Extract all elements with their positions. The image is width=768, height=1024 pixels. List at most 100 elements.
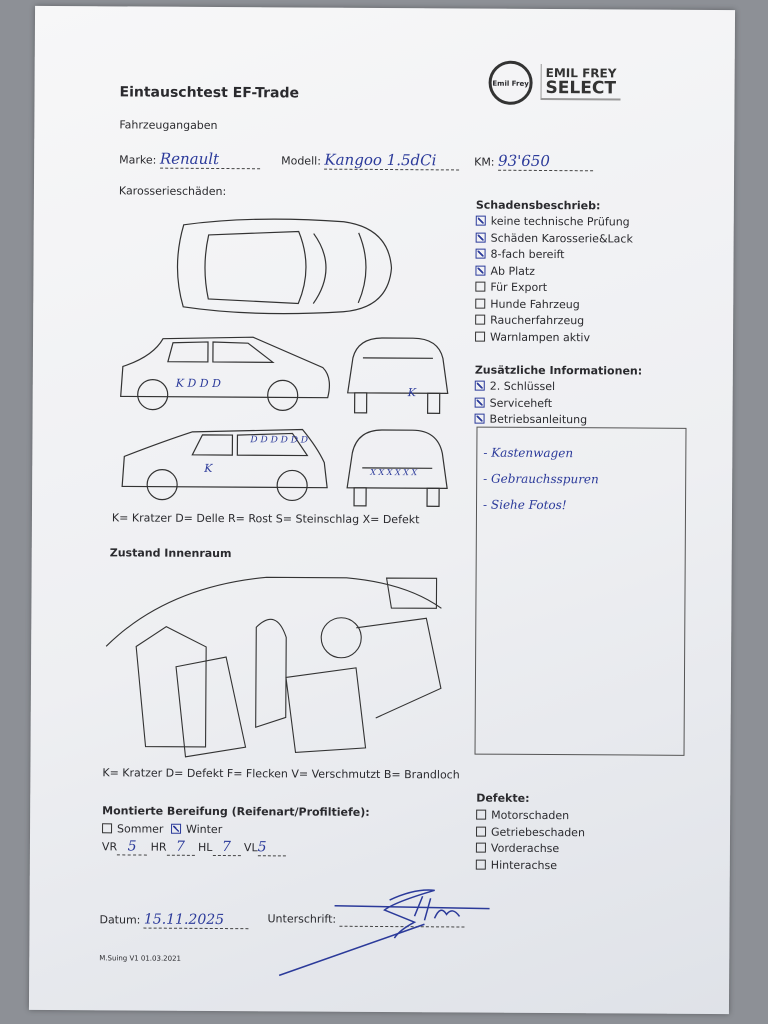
checkbox-icon[interactable] [475, 265, 486, 276]
form-title: Eintauschtest EF-Trade [119, 84, 300, 102]
checkbox-label: Hinterachse [490, 858, 558, 872]
checkbox-label: Raucherfahrzeug [490, 313, 585, 328]
checkbox-icon[interactable] [474, 397, 485, 408]
checkbox-icon[interactable] [102, 823, 113, 834]
checkbox-label: 2. Schlüssel [489, 379, 556, 394]
damage-mark: D D D D D D [250, 435, 309, 446]
checkbox-icon[interactable] [476, 809, 487, 820]
checkbox-icon[interactable] [475, 232, 486, 243]
checkbox-serviceheft[interactable]: Serviceheft [474, 396, 588, 413]
checkbox-icon[interactable] [474, 413, 485, 424]
brand-field[interactable]: Marke: Renault [119, 149, 260, 170]
checkbox-schaeden-karosserie[interactable]: Schäden Karosserie&Lack [475, 231, 633, 248]
checkbox-raucherfahrzeug[interactable]: Raucherfahrzeug [475, 314, 632, 331]
date-label: Datum: [99, 913, 141, 927]
checkbox-label: 8-fach bereift [490, 247, 565, 262]
notes-box[interactable]: - Kastenwagen - Gebrauchsspuren - Siehe … [474, 426, 687, 756]
checkbox-icon[interactable] [475, 314, 486, 325]
checkbox-keine-technische-pruefung[interactable]: keine technische Prüfung [475, 214, 633, 232]
checkbox-label: Ab Platz [490, 264, 536, 278]
checkbox-icon[interactable] [475, 281, 486, 292]
damage-mark: X X X X X X [370, 467, 418, 478]
date-value[interactable]: 15.11.2025 [143, 911, 249, 930]
checkbox-2-schluessel[interactable]: 2. Schlüssel [474, 379, 588, 397]
model-field[interactable]: Modell: Kangoo 1.5dCi [281, 150, 460, 171]
damage-description-list: keine technische Prüfung Schäden Karosse… [475, 215, 633, 348]
checkbox-ab-platz[interactable]: Ab Platz [475, 264, 632, 281]
car-side-view-right [121, 428, 328, 502]
checkbox-motorschaden[interactable]: Motorschaden [476, 809, 585, 826]
checkbox-getriebeschaden[interactable]: Getriebeschaden [476, 825, 585, 842]
checkbox-icon[interactable] [475, 842, 486, 853]
vehicle-section-title: Fahrzeugangaben [119, 118, 218, 132]
km-field[interactable]: KM: 93'650 [474, 151, 594, 172]
car-diagram[interactable] [112, 206, 454, 508]
signature-icon [278, 889, 490, 977]
car-rear-view [346, 429, 448, 507]
vr-label: VR [101, 840, 118, 854]
checkbox-vorderachse[interactable]: Vorderachse [475, 841, 585, 859]
vr-value[interactable]: 5 [117, 838, 148, 856]
tire-type-row: Sommer Winter [102, 822, 222, 836]
interior-diagram[interactable] [105, 566, 446, 768]
checkbox-icon[interactable] [475, 298, 486, 309]
logo-line2: SELECT [545, 77, 617, 99]
brand-value[interactable]: Renault [159, 149, 260, 170]
notes-text[interactable]: - Kastenwagen - Gebrauchsspuren - Siehe … [483, 440, 685, 519]
note-line: - Gebrauchsspuren [483, 471, 599, 487]
checkbox-label: keine technische Prüfung [490, 214, 630, 229]
checkbox-icon[interactable] [475, 248, 486, 259]
checkbox-icon[interactable] [475, 215, 486, 226]
checkbox-label: Betriebsanleitung [489, 412, 588, 427]
defects-title: Defekte: [476, 791, 530, 805]
checkbox-hinterachse[interactable]: Hinterachse [475, 858, 585, 875]
checkbox-label: Winter [185, 822, 223, 837]
additional-info-title: Zusätzliche Informationen: [474, 363, 643, 378]
model-label: Modell: [281, 154, 321, 168]
version-note: M.Suing V1 01.03.2021 [99, 954, 182, 963]
checkbox-warnlampen-aktiv[interactable]: Warnlampen aktiv [475, 330, 632, 347]
damage-description-title: Schadensbeschrieb: [475, 198, 601, 213]
interior-title: Zustand Innenraum [109, 546, 232, 561]
checkbox-label: Hunde Fahrzeug [490, 297, 580, 311]
defects-list: Motorschaden Getriebeschaden Vorderachse… [475, 809, 585, 876]
checkbox-label: Schäden Karosserie&Lack [490, 231, 633, 246]
checkbox-icon[interactable] [475, 331, 486, 342]
checkbox-label: Motorschaden [491, 808, 570, 823]
vl-value[interactable]: 5 [257, 839, 286, 857]
km-value[interactable]: 93'650 [497, 151, 594, 172]
interior-legend: K= Kratzer D= Defekt F= Flecken V= Versc… [102, 766, 460, 782]
note-line: - Siehe Fotos! [482, 497, 567, 513]
checkbox-icon[interactable] [170, 823, 182, 834]
model-value[interactable]: Kangoo 1.5dCi [324, 150, 460, 171]
car-top-view [176, 218, 393, 315]
tires-title: Montierte Bereifung (Reifenart/Profiltie… [102, 804, 370, 819]
brand-label: Marke: [119, 153, 157, 167]
brand-logo: EMIL FREY SELECT [540, 63, 621, 101]
checkbox-icon[interactable] [476, 826, 487, 837]
hr-label: HR [150, 840, 167, 854]
checkbox-icon[interactable] [474, 380, 485, 391]
checkbox-label: Für Export [490, 280, 548, 295]
summer-checkbox[interactable]: Sommer [102, 822, 164, 836]
checkbox-label: Getriebeschaden [490, 825, 585, 839]
checkbox-8-fach-bereift[interactable]: 8-fach bereift [475, 247, 633, 265]
winter-checkbox[interactable]: Winter [170, 822, 223, 837]
car-side-view-left [120, 336, 331, 411]
km-label: KM: [474, 155, 495, 169]
damage-mark: K [407, 386, 416, 400]
checkbox-label: Vorderachse [490, 841, 560, 856]
checkbox-hunde-fahrzeug[interactable]: Hunde Fahrzeug [475, 297, 632, 314]
damage-mark: K [204, 461, 213, 475]
vl-label: VL [243, 841, 258, 855]
damage-mark: K D D D [175, 376, 221, 391]
logo-badge-text: Emil Frey [492, 79, 529, 88]
hr-value[interactable]: 7 [166, 838, 195, 856]
hl-value[interactable]: 7 [212, 838, 241, 857]
checkbox-icon[interactable] [475, 859, 486, 870]
date-field[interactable]: Datum: 15.11.2025 [99, 911, 249, 930]
body-damage-legend: K= Kratzer D= Delle R= Rost S= Steinschl… [111, 511, 420, 527]
checkbox-label: Serviceheft [489, 396, 553, 410]
checkbox-fuer-export[interactable]: Für Export [475, 281, 632, 298]
